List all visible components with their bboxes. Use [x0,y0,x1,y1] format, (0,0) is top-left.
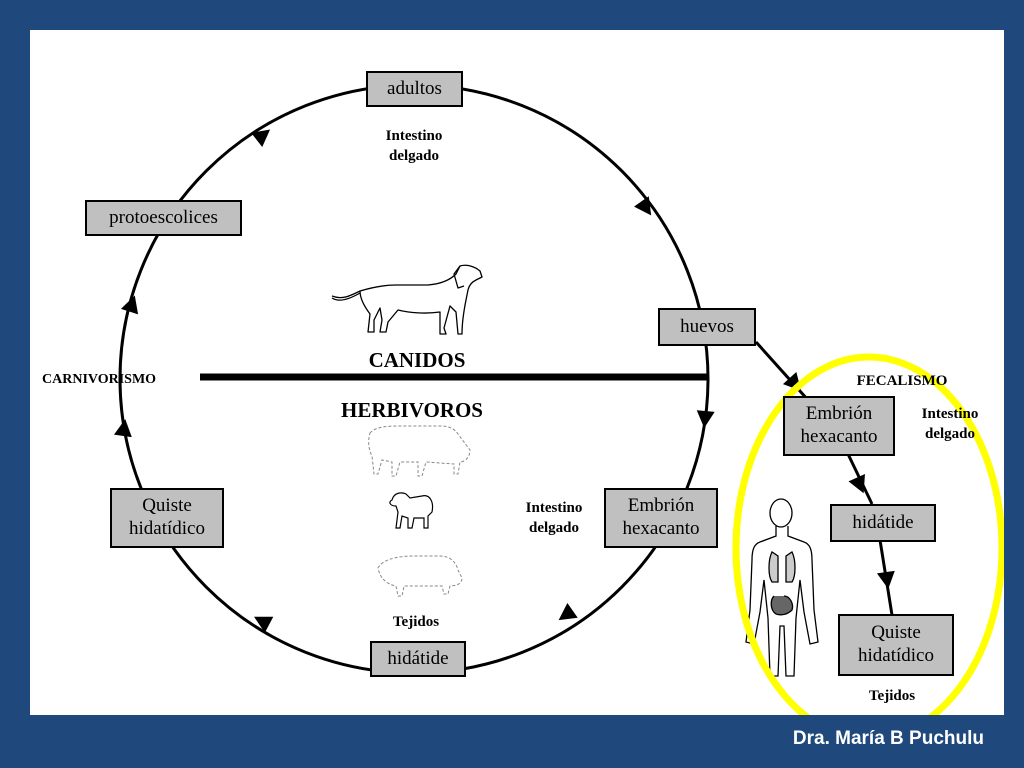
node-protoescolices: protoescolices [85,200,242,236]
label-canidos: CANIDOS [346,346,488,374]
sheep-icon [390,493,433,528]
node-embrion-hexacanto-human: Embrión hexacanto [783,396,895,456]
node-quiste-hidatidico: Quiste hidatídico [110,488,224,548]
label-intestino-delgado-human: Intestino delgado [900,404,1000,445]
pig-icon [378,556,462,596]
node-hidatide-human: hidátide [830,504,936,542]
dog-icon [332,265,482,334]
label-herbivoros: HERBIVOROS [312,396,512,424]
node-hidatide: hidátide [370,641,466,677]
label-intestino-delgado-top: Intestino delgado [364,126,464,167]
node-adultos: adultos [366,71,463,107]
arrow-quiste-to-carnivorismo [114,418,134,437]
author-credit: Dra. María B Puchulu [793,728,984,750]
node-huevos: huevos [658,308,756,346]
diagram-panel: adultos protoescolices huevos Embrión he… [30,30,1004,715]
cow-icon [369,426,470,476]
label-tejidos-human: Tejidos [852,686,932,706]
human-path-line-1 [756,342,808,400]
label-tejidos-bottom: Tejidos [376,612,456,632]
label-carnivorismo: CARNIVORISMO [42,371,192,390]
node-quiste-hidatidico-human: Quiste hidatídico [838,614,954,676]
label-intestino-delgado-right: Intestino delgado [504,498,604,539]
label-fecalismo: FECALISMO [842,371,962,391]
arrow-huevos-to-embrion [695,410,714,429]
node-embrion-hexacanto: Embrión hexacanto [604,488,718,548]
arrow-hidatide-to-quiste-human [877,571,897,590]
